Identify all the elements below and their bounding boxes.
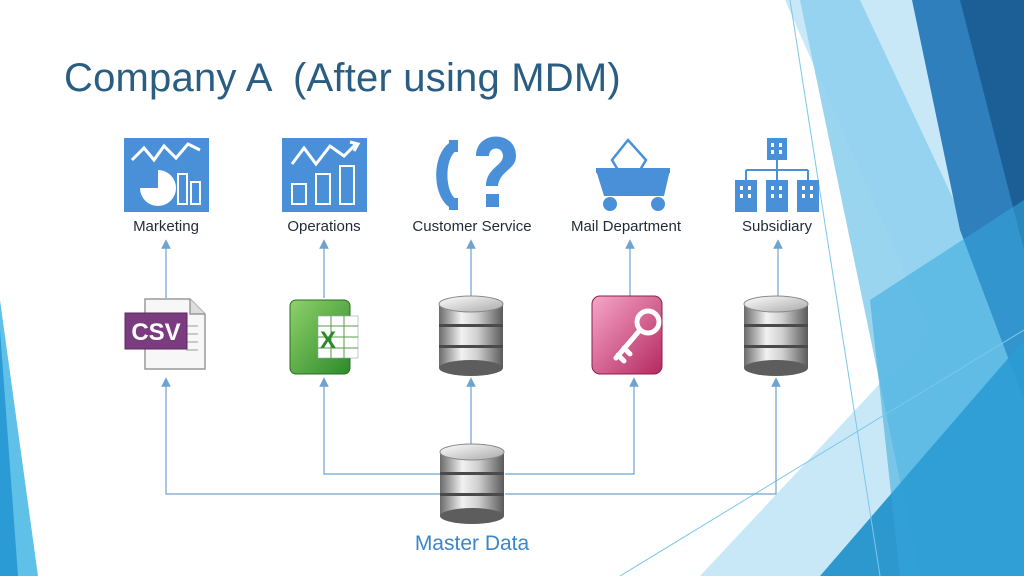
csv-file-icon: CSV bbox=[124, 298, 206, 370]
excel-icon: X bbox=[289, 299, 359, 375]
operations-chart-icon bbox=[282, 138, 367, 212]
access-icon bbox=[591, 295, 663, 375]
dept-label-customer-service: Customer Service bbox=[412, 218, 532, 235]
deco-shape bbox=[870, 200, 1024, 576]
subsidiary-db-icon bbox=[743, 295, 809, 377]
mail-cart-icon bbox=[584, 138, 670, 211]
csv-badge-text: CSV bbox=[131, 319, 180, 346]
slide-title: Company A (After using MDM) bbox=[64, 56, 621, 100]
dept-label-marketing: Marketing bbox=[133, 218, 199, 235]
connector-master-operations bbox=[319, 377, 440, 475]
connector-master-subsidiary bbox=[505, 377, 781, 495]
master-db-icon bbox=[439, 443, 505, 525]
master-data-label: Master Data bbox=[414, 532, 530, 555]
customer-service-icon bbox=[436, 136, 516, 210]
svg-text:X: X bbox=[320, 327, 336, 354]
deco-shape bbox=[960, 0, 1024, 250]
deco-line bbox=[789, 0, 881, 576]
deco-shape bbox=[0, 330, 18, 576]
dept-label-operations: Operations bbox=[287, 218, 361, 235]
connectors bbox=[161, 239, 783, 495]
marketing-chart-icon bbox=[124, 138, 209, 212]
connector-master-mail bbox=[505, 377, 639, 475]
connector-master-marketing bbox=[161, 377, 440, 495]
subsidiary-org-icon bbox=[735, 138, 819, 212]
dept-label-mail-department: Mail Department bbox=[570, 218, 682, 235]
dept-label-subsidiary: Subsidiary bbox=[741, 218, 813, 235]
customer-db-icon bbox=[438, 295, 504, 377]
deco-line bbox=[619, 329, 1024, 576]
